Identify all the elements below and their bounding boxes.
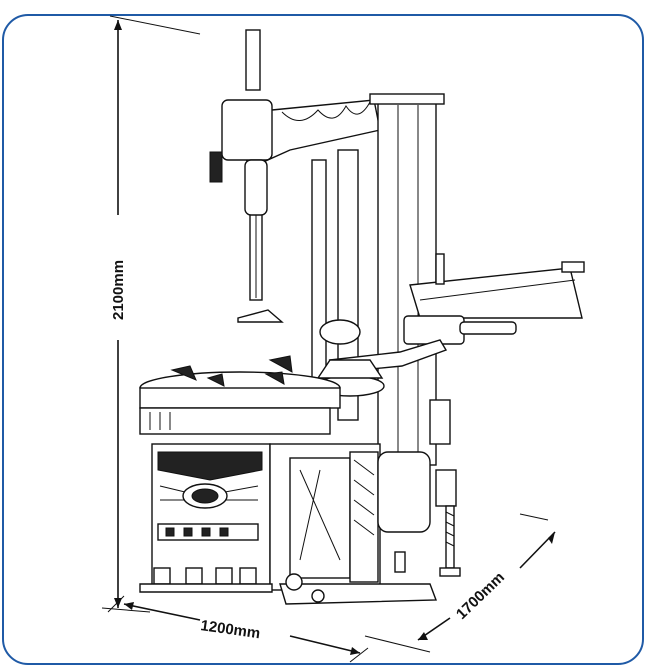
support-leg xyxy=(429,399,461,577)
width-dimension: 1200mm xyxy=(107,595,369,663)
height-label: 2100mm xyxy=(110,260,127,320)
main-column xyxy=(311,93,445,466)
cabinet xyxy=(151,443,431,591)
upper-arm xyxy=(209,99,381,216)
depth-dimension: 1700mm xyxy=(364,513,556,653)
width-label: 1200mm xyxy=(199,617,261,642)
base-plate xyxy=(139,551,438,605)
bead-roller xyxy=(315,319,385,397)
depth-label: 1700mm xyxy=(453,569,508,623)
turntable xyxy=(139,355,341,435)
helper-arm xyxy=(328,253,585,373)
tire-changer-machine xyxy=(139,29,585,605)
